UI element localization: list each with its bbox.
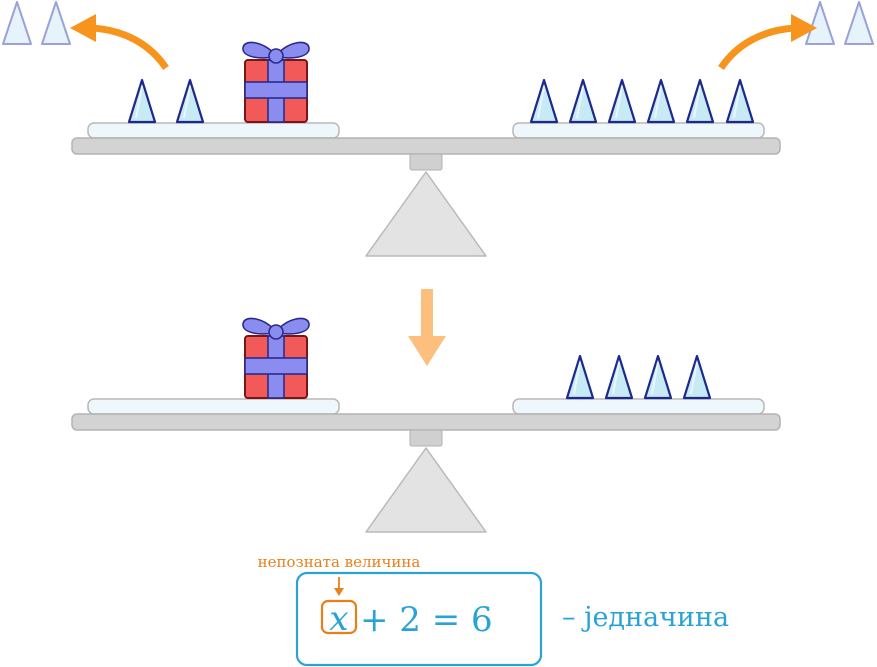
gift-icon (241, 317, 311, 399)
bottom-scale (71, 317, 781, 533)
equation-box (295, 571, 543, 667)
equation-variable: x (329, 599, 348, 639)
top-scale (2, 1, 874, 257)
scale-base (365, 429, 487, 533)
down-arrow-icon (408, 289, 446, 366)
left-pan (87, 122, 340, 139)
cone-weight-icon (565, 354, 712, 400)
gift-icon (241, 41, 311, 123)
beam (71, 137, 781, 155)
unknown-quantity-label: непозната величина (258, 553, 421, 571)
faded-cone-weight-icon (805, 1, 874, 45)
faded-cone-weight-icon (2, 1, 71, 45)
cone-weight-icon (127, 78, 205, 124)
beam (71, 413, 781, 431)
curved-arrow-icon (718, 14, 817, 71)
scale-base (365, 153, 487, 257)
small-down-arrow-icon (334, 577, 344, 596)
variable-highlight (320, 599, 358, 635)
curved-arrow-icon (70, 14, 169, 71)
right-pan (512, 122, 765, 139)
left-pan (87, 398, 340, 415)
equation-rest: + 2 = 6 (360, 600, 493, 640)
equation-caption: – једначина (562, 602, 729, 633)
right-pan (512, 398, 765, 415)
cone-weight-icon (529, 78, 755, 124)
